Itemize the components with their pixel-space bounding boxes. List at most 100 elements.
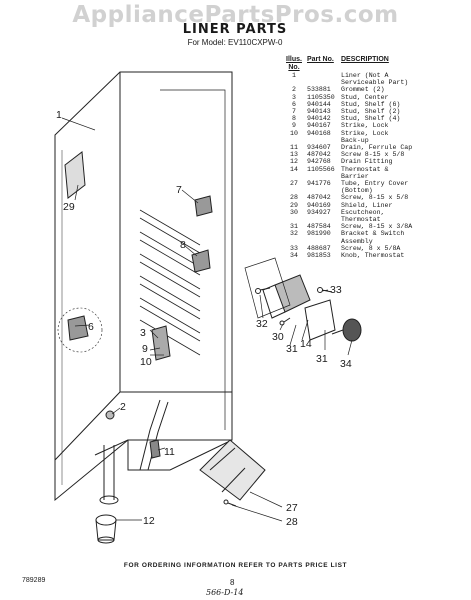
watermark: AppliancePartsPros.com (72, 2, 399, 28)
callout-34: 34 (340, 358, 352, 370)
row-illus-no: 34 (290, 252, 298, 260)
parts-table-row: 1 Liner (Not A (281, 72, 469, 79)
row-illus-no: 14 (290, 165, 298, 173)
row-description: Screw 8-15 x 5/8 (341, 151, 405, 159)
row-illus-no: 8 (292, 115, 296, 123)
row-illus-no: 30 (290, 208, 298, 216)
row-description: Screw, 8-15 x 3/8A (341, 223, 413, 231)
row-description: Stud, Shelf (2) (341, 108, 401, 116)
thermostat-part (274, 274, 311, 313)
row-illus-no: 28 (290, 194, 298, 202)
callout-11: 11 (164, 446, 175, 458)
row-illus-no: 13 (290, 151, 298, 159)
escutcheon-part (304, 299, 336, 341)
row-part-no: 940167 (307, 122, 331, 130)
row-part-no: 942768 (307, 158, 331, 166)
row-part-no: 940169 (307, 201, 331, 209)
row-illus-no: 1 (292, 72, 296, 79)
callout-3: 3 (140, 327, 146, 339)
shelf-stud-8 (191, 249, 211, 273)
ordering-footer: FOR ORDERING INFORMATION REFER TO PARTS … (123, 562, 348, 569)
parts-table-row: Barrier (281, 173, 469, 180)
callout-12: 12 (143, 515, 155, 527)
callout-6: 6 (88, 321, 94, 333)
callout-29: 29 (63, 201, 75, 213)
row-part-no: 981853 (307, 252, 331, 260)
row-description: Tube, Entry Cover (341, 180, 409, 188)
row-part-no: 940142 (307, 115, 331, 123)
row-description: Thermostat & (341, 165, 389, 173)
liner-shield-part (64, 151, 86, 199)
callout-32: 32 (256, 318, 268, 330)
callout-9: 9 (142, 343, 148, 355)
parts-table-row: 34 981853 Knob, Thermostat (281, 252, 469, 259)
parts-table-row: Back-up (281, 137, 469, 144)
shelf-rails (139, 209, 201, 356)
page-number: 8 (230, 578, 235, 587)
row-part-no: 487584 (307, 223, 331, 231)
liner-back-edge (54, 72, 121, 461)
row-description: Escutcheon, (341, 208, 385, 216)
callout-27: 27 (286, 502, 298, 514)
row-description: Serviceable Part) (341, 79, 409, 87)
row-part-no: 940143 (307, 108, 331, 116)
row-illus-no: 29 (290, 201, 298, 209)
row-illus-no: 12 (290, 158, 298, 166)
handwritten-note: 566-D-14 (206, 588, 244, 597)
grommet-part (105, 410, 115, 420)
row-description: Grommet (2) (341, 86, 385, 94)
parts-table-row: 11 934607 Drain, Ferrule Cap (281, 144, 469, 151)
page-title: LINER PARTS (182, 22, 288, 37)
row-description: Screw, 8-15 x 5/8 (341, 194, 409, 202)
row-illus-no: 27 (290, 180, 298, 188)
callout-10: 10 (140, 356, 152, 368)
callout-8: 8 (180, 239, 186, 251)
parts-table-row: Thermostat (281, 216, 469, 223)
callout-7: 7 (176, 184, 182, 196)
row-illus-no: 11 (290, 144, 298, 152)
callout-31-b: 31 (316, 353, 328, 365)
shelf-stud-6 (67, 315, 89, 341)
row-description: Drain Fitting (341, 158, 393, 166)
row-description: Strike, Lock (341, 129, 389, 137)
row-part-no: 940144 (307, 100, 331, 108)
row-illus-no: 31 (290, 223, 298, 231)
callout-28: 28 (286, 516, 298, 528)
row-illus-no: 7 (292, 108, 296, 116)
parts-table-row: 7 940143 Stud, Shelf (2) (281, 108, 469, 115)
row-part-no: 1105566 (307, 165, 335, 173)
entry-cover-tube-part (199, 439, 266, 501)
row-illus-no: 6 (292, 100, 296, 108)
row-description: Drain, Ferrule Cap (341, 144, 413, 152)
header-illus-no: Illus. No. (286, 56, 302, 71)
row-part-no: 1105350 (307, 93, 335, 101)
row-illus-no: 3 (292, 93, 296, 101)
callout-14: 14 (300, 338, 312, 350)
row-illus-no: 32 (290, 230, 298, 238)
parts-table-row: 12 942768 Drain Fitting (281, 158, 469, 165)
row-description: Bracket & Switch (341, 230, 405, 238)
row-illus-no: 10 (290, 129, 298, 137)
model-subtitle: For Model: EV110CXPW-0 (187, 38, 283, 47)
row-part-no: 934607 (307, 144, 331, 152)
row-description: Strike, Lock (341, 122, 389, 130)
row-description: Thermostat (341, 216, 381, 224)
callout-1: 1 (56, 109, 62, 121)
callout-33: 33 (330, 284, 342, 296)
row-description: Knob, Thermostat (341, 252, 405, 260)
header-description: DESCRIPTION (341, 56, 389, 63)
row-description: Liner (Not A (341, 72, 389, 79)
row-part-no: 533881 (307, 86, 331, 94)
